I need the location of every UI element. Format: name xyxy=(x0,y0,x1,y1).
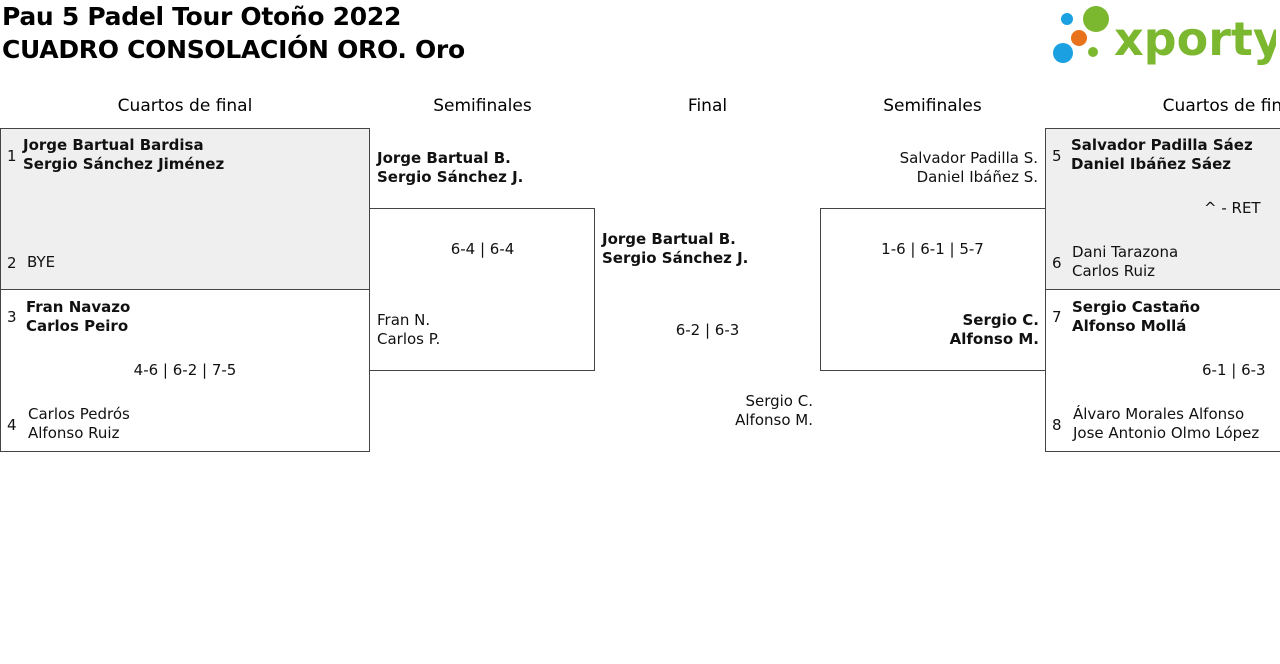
team-right-qf2-a[interactable]: Sergio Castaño Alfonso Mollá xyxy=(1072,298,1200,336)
player-name: Jorge Bartual B. xyxy=(602,230,736,248)
round-header-right-sf: Semifinales xyxy=(883,96,982,116)
match-box-right-sf[interactable] xyxy=(820,208,1046,371)
player-name: Alfonso M. xyxy=(735,411,813,429)
seed-number: 2 xyxy=(7,254,17,272)
draw-subtitle: CUADRO CONSOLACIÓN ORO. Oro xyxy=(2,35,465,64)
team-final-b[interactable]: Sergio C. Alfonso M. xyxy=(700,392,813,430)
match-box-left-qf-1[interactable] xyxy=(0,128,370,290)
final-score: 6-2 | 6-3 xyxy=(675,321,740,339)
round-header-left-qf: Cuartos de final xyxy=(117,96,253,116)
round-header-final: Final xyxy=(687,96,728,116)
player-name: Alfonso Ruiz xyxy=(28,424,120,442)
team-left-sf-b[interactable]: Fran N. Carlos P. xyxy=(377,311,440,349)
xporty-logo-mark: xporty xyxy=(1053,6,1280,66)
seed-number: 7 xyxy=(1052,308,1062,326)
match-box-left-sf[interactable] xyxy=(369,208,595,371)
player-name: Alfonso Mollá xyxy=(1072,317,1187,335)
match-score: 6-4 | 6-4 xyxy=(450,240,515,258)
player-name: Sergio C. xyxy=(962,311,1040,329)
player-name: Jorge Bartual B. xyxy=(377,149,511,167)
round-header-left-sf: Semifinales xyxy=(433,96,532,116)
player-name: Salvador Padilla Sáez xyxy=(1071,136,1253,154)
tournament-title: Pau 5 Padel Tour Otoño 2022 xyxy=(2,2,402,31)
player-name: Jose Antonio Olmo López xyxy=(1073,424,1260,442)
player-name: Sergio Castaño xyxy=(1072,298,1201,316)
match-score: 4-6 | 6-2 | 7-5 xyxy=(133,361,237,379)
player-name: Daniel Ibáñez Sáez xyxy=(1071,155,1232,173)
match-score: ^ - RET xyxy=(1204,199,1261,217)
player-name: Dani Tarazona xyxy=(1072,243,1179,261)
round-header-right-qf: Cuartos de final xyxy=(1162,96,1280,116)
seed-number: 4 xyxy=(7,416,17,434)
player-name: Alfonso M. xyxy=(949,330,1039,348)
player-name: Carlos Pedrós xyxy=(28,405,130,423)
player-name: Fran Navazo xyxy=(26,298,131,316)
match-score: 1-6 | 6-1 | 5-7 xyxy=(881,240,984,258)
seed-number: 1 xyxy=(7,147,17,165)
player-name: Carlos P. xyxy=(377,330,441,348)
seed-number: 5 xyxy=(1052,147,1062,165)
match-score: 6-1 | 6-3 xyxy=(1202,361,1266,379)
match-box-right-qf-2[interactable] xyxy=(1045,289,1280,452)
player-name: Jorge Bartual Bardisa xyxy=(23,136,204,154)
seed-number: 8 xyxy=(1052,416,1062,434)
team-left-qf2-a[interactable]: Fran Navazo Carlos Peiro xyxy=(26,298,130,336)
player-name: Fran N. xyxy=(377,311,431,329)
match-box-right-qf-1[interactable] xyxy=(1045,128,1280,290)
player-name: Sergio Sánchez J. xyxy=(377,168,524,186)
match-box-left-qf-2[interactable] xyxy=(0,289,370,452)
logo-wordmark: xporty xyxy=(1114,12,1276,66)
team-left-qf2-b[interactable]: Carlos Pedrós Alfonso Ruiz xyxy=(28,405,130,443)
team-right-sf-b[interactable]: Sergio C. Alfonso M. xyxy=(900,311,1039,349)
xporty-logo[interactable]: xporty xyxy=(1050,4,1280,70)
team-right-sf-a[interactable]: Salvador Padilla S. Daniel Ibáñez S. xyxy=(860,149,1038,187)
team-final-a[interactable]: Jorge Bartual B. Sergio Sánchez J. xyxy=(602,230,748,268)
team-right-qf1-b[interactable]: Dani Tarazona Carlos Ruiz xyxy=(1072,243,1178,281)
team-left-qf1-a[interactable]: Jorge Bartual Bardisa Sergio Sánchez Jim… xyxy=(23,136,224,174)
team-right-qf2-b[interactable]: Álvaro Morales Alfonso Jose Antonio Olmo… xyxy=(1073,405,1259,443)
player-name: Sergio Sánchez J. xyxy=(602,249,749,267)
player-name: Sergio Sánchez Jiménez xyxy=(23,155,225,173)
team-left-qf1-b[interactable]: BYE xyxy=(27,253,55,272)
team-right-qf1-a[interactable]: Salvador Padilla Sáez Daniel Ibáñez Sáez xyxy=(1071,136,1253,174)
player-name: Daniel Ibáñez S. xyxy=(916,168,1038,186)
player-name: Sergio C. xyxy=(745,392,813,410)
player-name: Carlos Ruiz xyxy=(1072,262,1156,280)
player-name: Carlos Peiro xyxy=(26,317,129,335)
team-left-sf-a[interactable]: Jorge Bartual B. Sergio Sánchez J. xyxy=(377,149,523,187)
seed-number: 3 xyxy=(7,308,17,326)
player-name: Álvaro Morales Alfonso xyxy=(1073,405,1245,423)
bye-label: BYE xyxy=(27,253,56,271)
player-name: Salvador Padilla S. xyxy=(899,149,1038,167)
seed-number: 6 xyxy=(1052,254,1062,272)
